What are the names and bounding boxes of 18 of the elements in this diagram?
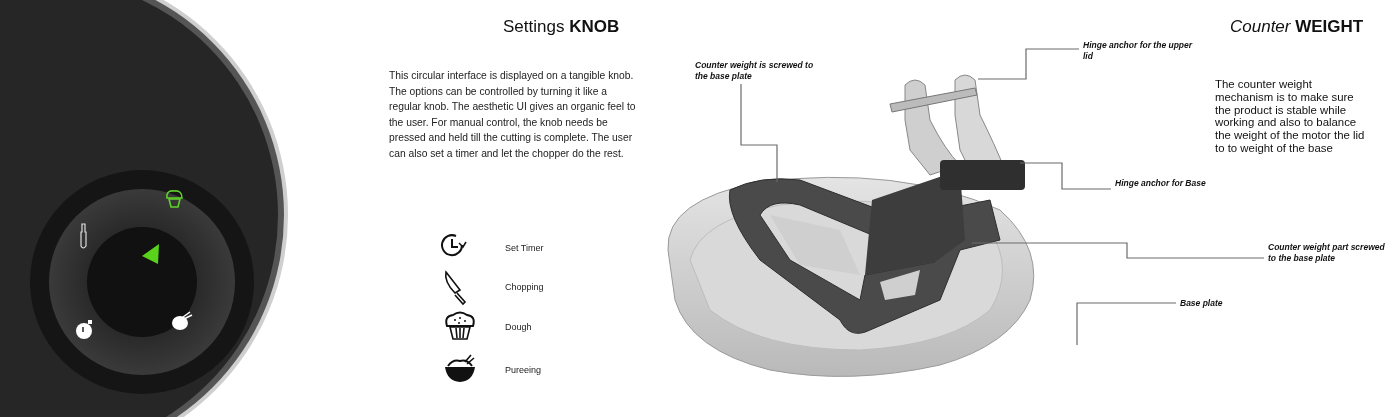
callout-label: Counter weight is screwed to the base plate <box>695 60 815 81</box>
leader-line <box>971 242 1265 259</box>
icon-caption: Chopping <box>505 282 544 292</box>
description-text: This circular interface is displayed on a tangible knob. The options can be controlled by turning it like a regular knob. The aesthetic UI gives an organic feel to the user. For manual control, the knob needs be pressed and held till the cutting is complete. The user can also set a timer and let the chopper do the rest. <box>389 69 637 161</box>
section-title: Settings KNOB <box>503 17 620 37</box>
leader-line <box>740 83 778 183</box>
icon-caption: Dough <box>505 322 532 332</box>
description-text: The counter weight mechanism is to make sure the product is stable while working and also to balance the weight of the motor the lid to to weight of the base <box>1215 78 1365 155</box>
icon-caption: Set Timer <box>505 243 544 253</box>
callout-label: Counter weight part screwed to the base plate <box>1268 242 1388 263</box>
leader-line <box>1076 302 1177 346</box>
section-title: Counter WEIGHT <box>1230 17 1364 37</box>
icon-caption: Pureeing <box>505 365 542 375</box>
callout-label: Hinge anchor for the upper lid <box>1083 40 1203 61</box>
callout-label: Hinge anchor for Base <box>1115 178 1215 189</box>
callout-label: Base plate <box>1180 298 1260 309</box>
leader-line <box>1019 162 1112 190</box>
leader-line <box>977 48 1080 80</box>
